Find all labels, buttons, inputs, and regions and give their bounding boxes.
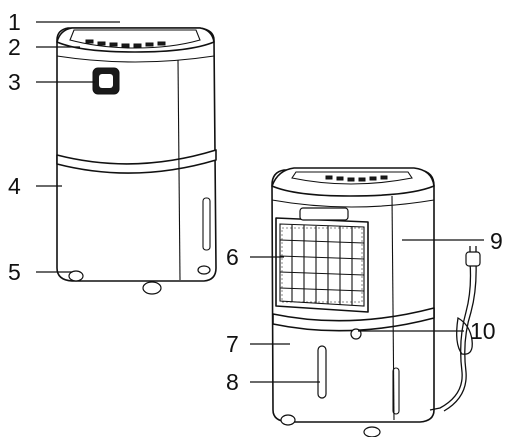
rear-unit — [271, 167, 481, 437]
power-cord — [429, 246, 481, 412]
callout-5: 5 — [8, 259, 21, 285]
water-level-window — [317, 345, 327, 399]
callout-9: 9 — [490, 228, 503, 254]
leader-lines — [36, 21, 484, 383]
callout-2: 2 — [8, 34, 21, 60]
callout-labels: 1 2 3 4 5 6 7 8 9 10 — [8, 9, 503, 395]
callout-1: 1 — [8, 9, 21, 35]
callout-7: 7 — [226, 331, 239, 357]
callout-3: 3 — [8, 69, 21, 95]
callout-4: 4 — [8, 173, 21, 199]
control-buttons — [85, 39, 166, 48]
front-wheels — [68, 265, 211, 295]
callout-6: 6 — [226, 244, 239, 270]
callout-10: 10 — [470, 318, 496, 344]
air-filter-grille — [275, 207, 369, 313]
front-unit — [56, 27, 217, 295]
rear-top-buttons — [325, 175, 388, 182]
callout-8: 8 — [226, 369, 239, 395]
handle — [92, 67, 120, 95]
